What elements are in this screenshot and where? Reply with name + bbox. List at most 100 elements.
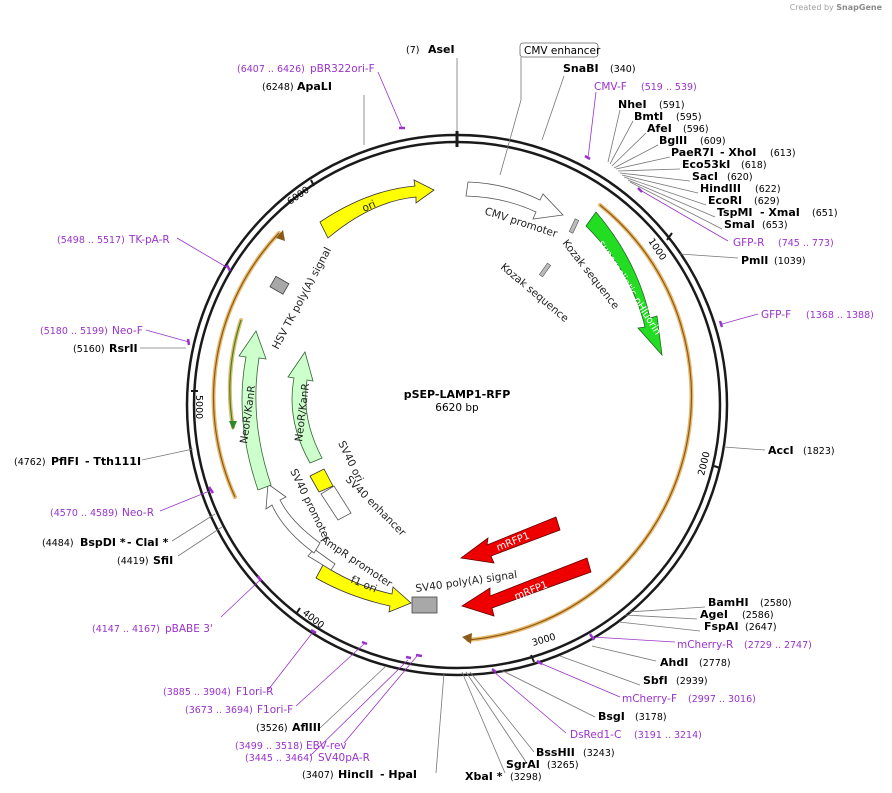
site-name-pmli: PmlI — [741, 254, 768, 267]
site-name-xmai: - XmaI — [760, 206, 800, 219]
site-name-rsrii: RsrII — [109, 342, 138, 355]
site-pos-hindiii: (622) — [755, 184, 781, 195]
primer-pos-mcherry-f: (2997 .. 3016) — [688, 694, 756, 705]
site-name-ecori: EcoRI — [708, 194, 742, 207]
primer-name-cmv-f: CMV-F — [594, 81, 627, 93]
tick-label-3000: 3000 — [531, 632, 557, 649]
tick-label-6000: 6000 — [285, 185, 311, 208]
primer-name-dsred1-c: DsRed1-C — [570, 729, 621, 741]
mrfp1-feature-inner — [459, 516, 561, 564]
site-pos-bsshii: (3243) — [583, 748, 615, 759]
site-pos-snabi: (340) — [610, 64, 636, 75]
primer-name-f1ori-r: F1ori-R — [236, 686, 273, 698]
site-name-xbai: XbaI * — [465, 770, 503, 783]
site-pos-hincii: (3407) — [302, 770, 334, 781]
site-pos-pmli: (1039) — [774, 256, 806, 267]
primer-name-ebv-rev: EBV-rev — [306, 740, 347, 752]
site-pos-bmti: (595) — [676, 112, 702, 123]
site-name-bspdi: BspDI * — [80, 536, 126, 549]
site-name-sgrai: SgrAI — [506, 758, 540, 771]
orf-core-left-outer — [212, 232, 280, 498]
site-pos-paer7i: (613) — [770, 148, 796, 159]
orf-core-left-inner — [229, 319, 242, 428]
primer-name-neo-r: Neo-R — [122, 507, 154, 519]
tick-3000 — [530, 654, 535, 663]
primer-leaders — [145, 71, 759, 757]
mrfp1-feature-outer — [461, 557, 592, 617]
site-name-clai: - ClaI * — [127, 536, 169, 549]
primer-pos-gfp-f: (1368 .. 1388) — [806, 310, 874, 321]
orf-core-main — [467, 204, 693, 641]
tick-label-5000: 5000 — [193, 395, 204, 419]
neor-feature-inner — [287, 351, 323, 464]
site-name-ahdi: AhdI — [660, 656, 688, 669]
tick-4000 — [295, 607, 301, 615]
primer-name-tk-pa-r: TK-pA-R — [128, 234, 170, 246]
sv40-polya-feature — [411, 596, 438, 614]
primer-pos-neo-r: (4570 .. 4589) — [50, 508, 118, 519]
site-name-smai: SmaI — [724, 218, 755, 231]
primer-pos-pbr322ori-f: (6407 .. 6426) — [237, 64, 305, 75]
site-pos-bsgi: (3178) — [635, 712, 667, 723]
plasmid-size: 6620 bp — [435, 402, 479, 414]
site-name-sbfi: SbfI — [643, 674, 668, 687]
site-name-acci: AccI — [768, 444, 794, 457]
site-pos-sbfi: (2939) — [676, 676, 708, 687]
neor-feature-outer — [238, 330, 272, 491]
site-labels: (7) AseI SnaBI (340) (6248) ApaLI NheI (… — [14, 43, 838, 783]
kozak-label-2: Kozak sequence — [498, 261, 571, 325]
superecliptic-phluorin-feature — [585, 211, 663, 357]
primer-pos-dsred1-c: (3191 .. 3214) — [634, 730, 702, 741]
ampr-promoter-feature — [307, 548, 336, 571]
site-pos-acci: (1823) — [803, 446, 835, 457]
site-pos-bamhi: (2580) — [760, 598, 792, 609]
primer-pos-ebv-rev: (3499 .. 3518) — [235, 741, 303, 752]
site-name-bamhi: BamHI — [708, 596, 749, 609]
watermark: Created by SnapGene — [790, 3, 882, 12]
site-pos-fspai: (2647) — [745, 622, 777, 633]
primer-pos-tk-pa-r: (5498 .. 5517) — [57, 235, 125, 246]
site-name-xhoi: - XhoI — [720, 146, 756, 159]
primer-name-sv40pa-r: SV40pA-R — [318, 752, 370, 764]
site-pos-sfii: (4419) — [117, 556, 149, 567]
primer-name-gfp-f: GFP-F — [761, 309, 791, 321]
site-name-bsshii: BssHII — [536, 746, 575, 759]
primer-pos-gfp-r: (745 .. 773) — [778, 238, 834, 249]
site-name-afliii: AflIII — [292, 721, 321, 734]
site-name-tspmi: TspMI — [717, 206, 753, 219]
site-name-bsgi: BsgI — [598, 710, 625, 723]
sv40-enhancer-label: SV40 enhancer — [343, 474, 409, 540]
cmv-enhancer-leader — [499, 57, 522, 176]
site-pos-ahdi: (2778) — [699, 658, 731, 669]
site-pos-agei: (2586) — [742, 610, 774, 621]
site-pos-saci: (620) — [727, 172, 753, 183]
site-name-fspai: FspAI — [704, 620, 739, 633]
orf-arrowhead-main — [462, 633, 472, 644]
site-name-paer7i: PaeR7I — [671, 146, 714, 159]
site-name-asei: AseI — [428, 43, 455, 56]
site-name-bglii: BglII — [659, 134, 687, 147]
primer-pos-cmv-f: (519 .. 539) — [641, 82, 697, 93]
site-pos-asei: (7) — [406, 45, 419, 56]
site-pos-tspmi: (651) — [812, 208, 838, 219]
kozak-marker-2 — [538, 262, 552, 278]
primer-pos-sv40pa-r: (3445 .. 3464) — [245, 753, 313, 764]
cmv-enhancer-box — [519, 42, 599, 58]
site-pos-sgrai: (3265) — [547, 760, 579, 771]
site-pos-nhei: (591) — [659, 100, 685, 111]
f1-ori-feature — [315, 564, 412, 613]
tick-1000 — [666, 232, 673, 241]
ori-feature — [319, 179, 435, 239]
orf-arrowhead-left-inner — [229, 421, 237, 430]
site-name-tth111i: - Tth111I — [85, 455, 141, 468]
primer-pos-mcherry-r: (2729 .. 2747) — [744, 640, 812, 651]
site-name-pflfi: PflFI — [51, 455, 79, 468]
kozak-marker-1 — [568, 218, 580, 234]
primer-pos-neo-f: (5180 .. 5199) — [40, 326, 108, 337]
site-pos-eco53ki: (618) — [741, 160, 767, 171]
cmv-promoter-feature — [465, 181, 564, 220]
site-name-hincii: HincII — [338, 768, 374, 781]
site-pos-apali: (6248) — [262, 82, 294, 93]
primer-name-pbabe3: pBABE 3' — [165, 623, 213, 635]
sv40-ori-feature — [309, 468, 334, 493]
